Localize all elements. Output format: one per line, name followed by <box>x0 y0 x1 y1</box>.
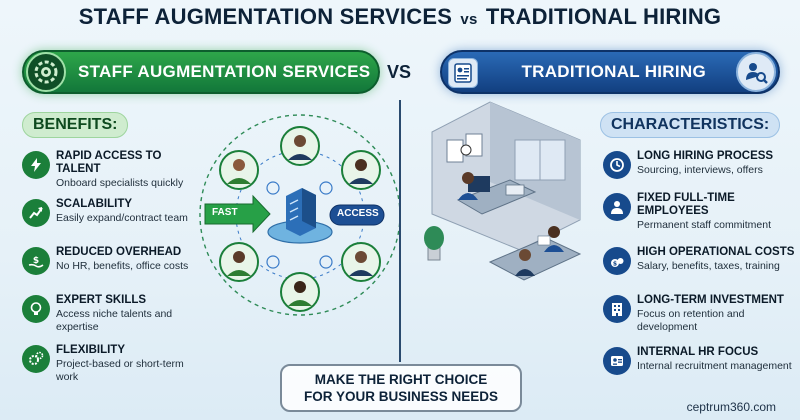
small-globe-icon <box>266 255 280 269</box>
vs-label: VS <box>387 62 412 82</box>
characteristic-title: LONG-TERM INVESTMENT <box>637 294 784 306</box>
building-icon <box>603 295 631 323</box>
access-label: ACCESS <box>337 208 379 219</box>
characteristic-item: FIXED FULL-TIME EMPLOYEES Permanent staf… <box>603 192 797 232</box>
characteristic-desc: Focus on retention and development <box>637 308 745 333</box>
gear-people-icon <box>26 52 66 92</box>
characteristic-title: INTERNAL HR FOCUS <box>637 346 759 358</box>
dollar-hand-icon: $ <box>22 247 50 275</box>
benefit-item: RAPID ACCESS TO TALENT Onboard specialis… <box>22 150 206 190</box>
characteristic-item: LONG HIRING PROCESS Sourcing, interviews… <box>603 150 797 179</box>
characteristic-title: FIXED FULL-TIME EMPLOYEES <box>637 192 735 217</box>
characteristic-item: $ HIGH OPERATIONAL COSTS Salary, benefit… <box>603 246 797 275</box>
benefit-item: FLEXIBILITY Project-based or short-term … <box>22 344 206 384</box>
id-card-icon <box>603 347 631 375</box>
title-vs: vs <box>460 11 478 28</box>
page-title: STAFF AUGMENTATION SERVICES vs TRADITION… <box>0 4 800 30</box>
brand-footer[interactable]: ceptrum360.com <box>686 400 776 414</box>
benefit-desc: Onboard specialists quickly <box>56 177 184 189</box>
benefit-item: $ REDUCED OVERHEAD No HR, benefits, offi… <box>22 246 206 275</box>
characteristic-item: INTERNAL HR FOCUS Internal recruitment m… <box>603 346 797 375</box>
benefit-desc: No HR, benefits, office costs <box>56 260 189 272</box>
cta-box: MAKE THE RIGHT CHOICE FOR YOUR BUSINESS … <box>280 364 522 412</box>
characteristic-desc: Permanent staff commitment <box>637 219 772 231</box>
people-nodes <box>219 126 381 312</box>
person-node-icon <box>219 242 259 282</box>
title-left: STAFF AUGMENTATION SERVICES <box>78 4 453 29</box>
benefits-heading: BENEFITS: <box>22 112 129 138</box>
fast-arrow <box>204 194 271 234</box>
small-gear-icon <box>266 181 280 195</box>
benefit-item: SCALABILITY Easily expand/contract team <box>22 198 206 227</box>
desk-candidates <box>488 226 582 281</box>
characteristic-title: HIGH OPERATIONAL COSTS <box>637 246 795 258</box>
benefit-desc: Project-based or short-term work <box>56 358 184 383</box>
access-arrow <box>329 204 385 226</box>
benefit-title: SCALABILITY <box>56 198 133 210</box>
title-right: TRADITIONAL HIRING <box>485 4 722 29</box>
small-gear-icon <box>319 181 333 195</box>
small-gear-icon <box>319 255 333 269</box>
cta-line1: MAKE THE RIGHT CHOICE <box>314 372 488 387</box>
clock-icon <box>603 151 631 179</box>
plant-icon <box>424 226 444 261</box>
benefit-desc: Easily expand/contract team <box>56 212 188 224</box>
characteristic-desc: Internal recruitment management <box>637 360 792 372</box>
person-node-icon <box>341 150 381 190</box>
benefit-desc: Access niche talents and expertise <box>56 308 173 333</box>
resume-document-icon <box>448 58 478 88</box>
characteristics-heading: CHARACTERISTICS: <box>600 112 781 138</box>
gears-icon <box>22 345 50 373</box>
desk-interviewer <box>456 172 537 215</box>
money-bags-icon: $ <box>603 247 631 275</box>
characteristic-desc: Sourcing, interviews, offers <box>637 164 763 176</box>
growth-arrow-icon <box>22 199 50 227</box>
lightning-icon <box>22 151 50 179</box>
benefit-item: EXPERT SKILLS Access niche talents and e… <box>22 294 206 334</box>
traditional-hiring-header: TRADITIONAL HIRING <box>440 50 780 94</box>
fast-label: FAST <box>212 207 238 218</box>
person-node-icon <box>280 272 320 312</box>
person-icon <box>603 193 631 221</box>
person-node-icon <box>341 242 381 282</box>
center-divider <box>399 100 401 362</box>
staff-augmentation-label: STAFF AUGMENTATION SERVICES <box>78 62 371 81</box>
benefit-title: FLEXIBILITY <box>56 344 125 356</box>
traditional-hiring-label: TRADITIONAL HIRING <box>521 62 706 81</box>
svg-text:$: $ <box>33 256 39 266</box>
person-node-icon <box>280 126 320 166</box>
benefit-title: REDUCED OVERHEAD <box>56 246 182 258</box>
person-node-icon <box>219 150 259 190</box>
person-search-icon <box>736 52 776 92</box>
svg-text:$: $ <box>613 261 617 268</box>
characteristic-item: LONG-TERM INVESTMENT Focus on retention … <box>603 294 797 334</box>
characteristic-title: LONG HIRING PROCESS <box>637 150 774 162</box>
staff-augmentation-header: STAFF AUGMENTATION SERVICES <box>22 50 380 94</box>
characteristic-desc: Salary, benefits, taxes, training <box>637 260 780 272</box>
cta-line2: FOR YOUR BUSINESS NEEDS <box>303 389 499 404</box>
benefit-title: EXPERT SKILLS <box>56 294 147 306</box>
wall-clock-icon <box>460 144 472 156</box>
building-hub-icon <box>267 188 333 244</box>
lightbulb-icon <box>22 295 50 323</box>
benefit-title: RAPID ACCESS TO TALENT <box>56 150 162 175</box>
